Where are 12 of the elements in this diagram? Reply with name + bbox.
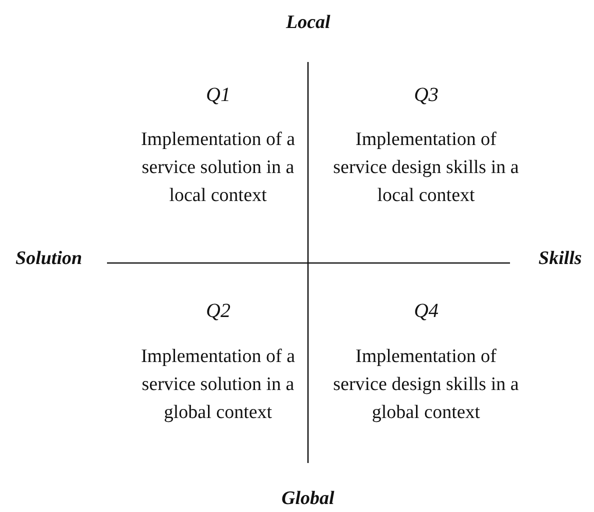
quadrant-description: Implementation of a service solution in a local context [140, 128, 296, 208]
quadrant-description: Implementation of service design skills in a global context [332, 345, 520, 425]
axis-label: Skills [538, 248, 582, 270]
quadrant-number: Q1 [206, 84, 230, 107]
axis-label: Global [282, 488, 334, 510]
quadrant-description: Implementation of a service solution in a global context [140, 345, 296, 425]
quadrant-description: Implementation of service design skills in a local context [332, 128, 520, 208]
axis-label: Solution [16, 248, 82, 270]
quadrant-number: Q3 [414, 84, 438, 107]
quadrant-number: Q2 [206, 300, 230, 323]
axis-label: Local [286, 12, 330, 34]
quadrant-number: Q4 [414, 300, 438, 323]
